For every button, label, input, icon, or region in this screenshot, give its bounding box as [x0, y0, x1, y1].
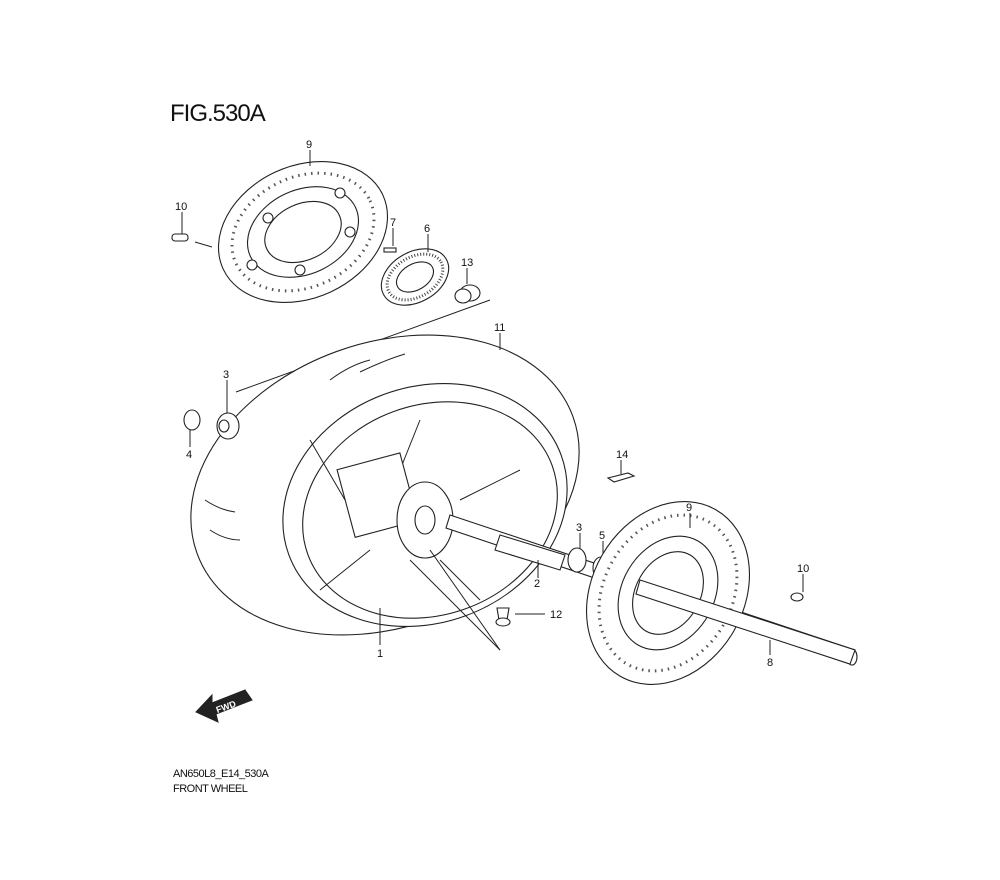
sensor-screw[interactable] — [383, 247, 397, 253]
seal-left[interactable] — [183, 409, 201, 431]
figure-title: FIG.530A — [170, 100, 266, 127]
callout-9-right: 9 — [686, 502, 692, 514]
axle-spacer[interactable] — [494, 534, 566, 571]
callout-2: 2 — [534, 578, 540, 590]
brake-disc-right[interactable] — [554, 472, 856, 714]
callout-6: 6 — [424, 223, 430, 235]
callout-4: 4 — [186, 449, 192, 461]
valve-stem[interactable] — [495, 607, 511, 627]
callout-9-top: 9 — [306, 139, 312, 151]
figure-code: AN650L8_E14_530A — [173, 768, 269, 780]
callout-3-left: 3 — [223, 369, 229, 381]
bearing-right[interactable] — [567, 547, 587, 573]
spacer-13[interactable] — [454, 284, 481, 304]
callout-14: 14 — [616, 449, 628, 461]
callout-3-right: 3 — [576, 522, 582, 534]
callout-13: 13 — [461, 257, 473, 269]
callout-7: 7 — [390, 217, 396, 229]
callout-8: 8 — [767, 657, 773, 669]
callout-12: 12 — [550, 609, 562, 621]
disc-bolt-right[interactable] — [790, 592, 804, 602]
callout-10-top: 10 — [175, 201, 187, 213]
figure-name: FRONT WHEEL — [173, 783, 248, 795]
disc-bolt-top[interactable] — [171, 233, 213, 248]
callout-5: 5 — [599, 530, 605, 542]
brake-disc-top[interactable] — [195, 135, 410, 329]
forward-arrow-icon: FWD — [195, 689, 253, 723]
callout-1: 1 — [377, 648, 383, 660]
bearing-left[interactable] — [216, 412, 240, 440]
callout-10-right: 10 — [797, 563, 809, 575]
spacer-14[interactable] — [606, 472, 636, 483]
wheel-rim[interactable] — [272, 367, 588, 653]
callout-11: 11 — [494, 322, 505, 334]
abs-sensor-ring[interactable] — [371, 237, 458, 316]
